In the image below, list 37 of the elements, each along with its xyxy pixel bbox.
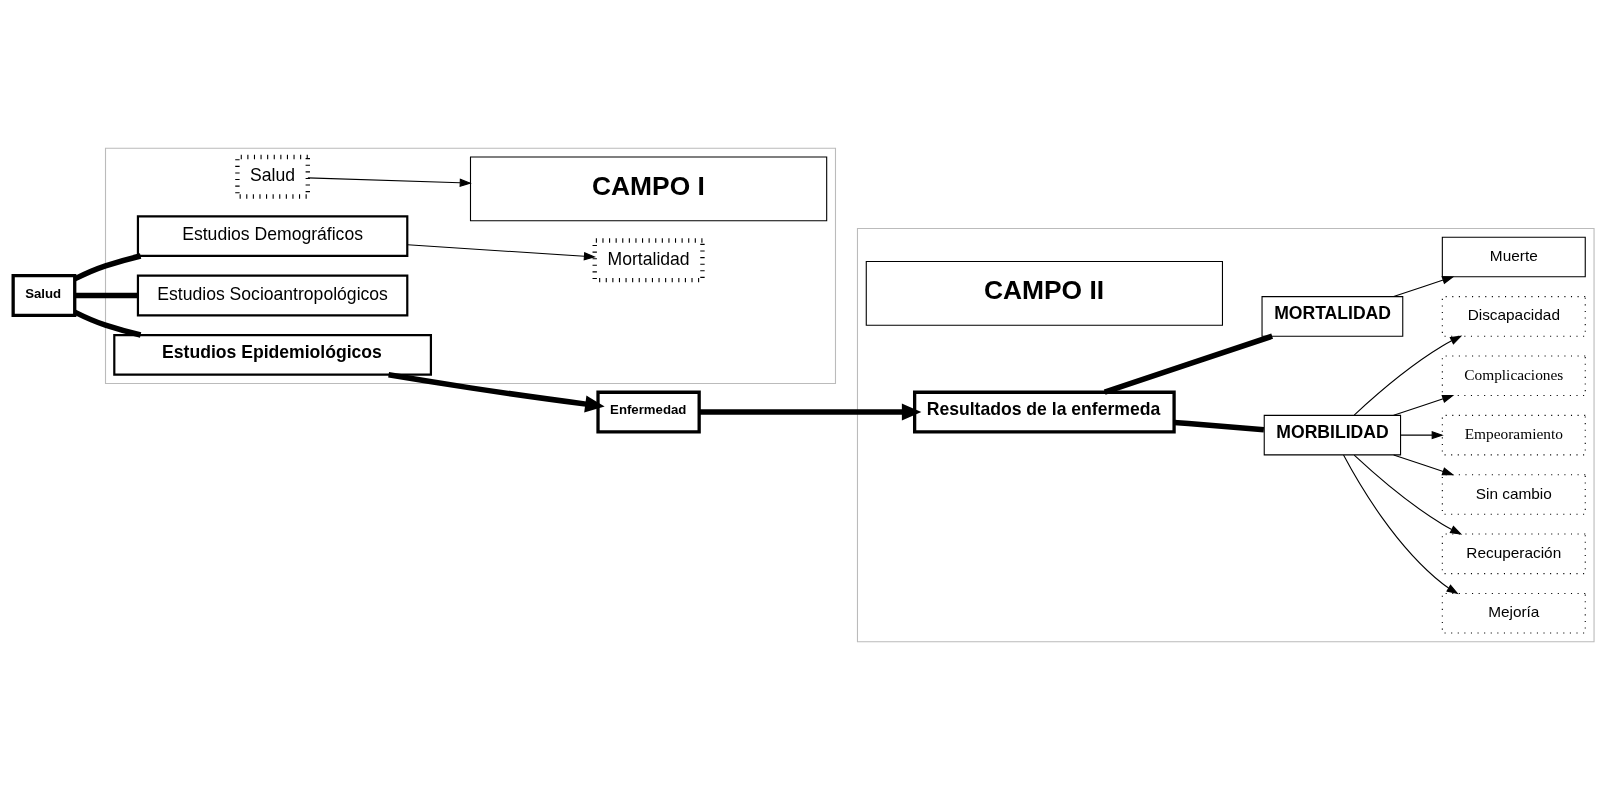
node-box: Estudios Socioantropológicos <box>136 274 409 317</box>
arrow <box>1400 430 1444 440</box>
node-box: Estudios Demográficos <box>136 215 409 258</box>
node-box: Mejoría <box>1441 592 1586 634</box>
cluster <box>104 147 837 384</box>
connector <box>1173 419 1265 433</box>
node-box: Empeoramiento <box>1441 414 1586 456</box>
arrow <box>1393 394 1455 416</box>
node-box: CAMPO I <box>469 156 828 222</box>
connector <box>75 292 138 299</box>
node-box: Estudios Epidemiológicos <box>113 333 433 376</box>
node-box: Complicaciones <box>1441 355 1586 397</box>
node-box: Sin cambio <box>1441 474 1586 515</box>
node-box: Mortalidad <box>592 238 705 283</box>
arrow <box>1353 335 1463 416</box>
node-box: Discapacidad <box>1441 296 1586 337</box>
node-box: Resultados de la enfermeda <box>913 390 1176 434</box>
node-box: Muerte <box>1441 236 1586 278</box>
arrow <box>307 177 472 188</box>
node-box: Salud <box>235 154 310 199</box>
node-box: MORTALIDAD <box>1261 296 1404 337</box>
cluster <box>856 227 1595 643</box>
arrow <box>1353 454 1463 535</box>
node-box: MORBILIDAD <box>1263 414 1402 456</box>
arrow <box>1393 454 1455 476</box>
connector <box>73 309 142 338</box>
node-box: Salud <box>11 274 77 317</box>
arrow <box>407 244 596 261</box>
arrow <box>388 372 605 413</box>
node-box: CAMPO II <box>865 260 1223 326</box>
connector <box>1103 333 1274 395</box>
arrow <box>1393 276 1455 297</box>
arrow <box>699 403 922 421</box>
arrow <box>1343 454 1459 595</box>
node-box: Enfermedad <box>596 390 701 434</box>
connector <box>73 253 142 282</box>
node-box: Recuperación <box>1441 533 1586 575</box>
